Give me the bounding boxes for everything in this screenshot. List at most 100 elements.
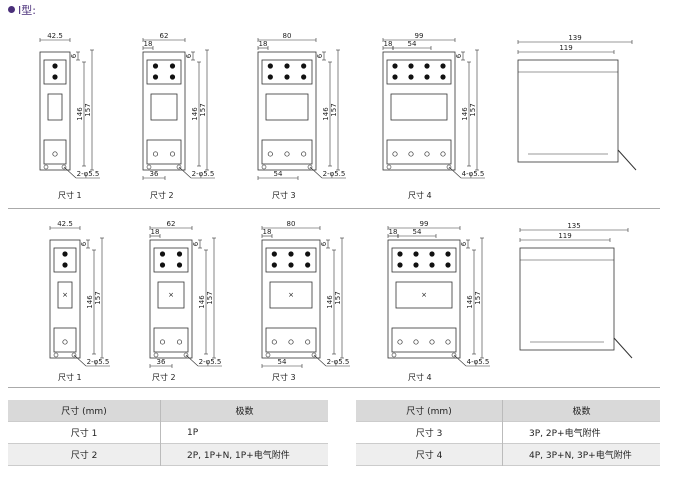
table-header-row: 尺寸 (mm) 极数 [356, 400, 660, 422]
table-cell: 3P, 2P+电气附件 [502, 421, 660, 444]
mounting-hole [61, 164, 67, 170]
mounting-hole [311, 352, 317, 358]
dim-label: 157 [94, 291, 102, 304]
table-row: 尺寸 2 2P, 1P+N, 1P+电气附件 [8, 443, 328, 466]
caption-size4-bottom: 尺寸 4 [408, 373, 432, 382]
dim-label: 18 [263, 228, 272, 236]
handle-window [395, 281, 453, 309]
breaker-body [257, 51, 317, 171]
terminal-hole [440, 151, 446, 157]
side-body [519, 247, 615, 351]
terminal-screw [284, 74, 290, 80]
mounting-hole [43, 164, 49, 170]
module-mark: × [168, 291, 174, 299]
dim-label: 6 [70, 53, 78, 58]
table-cell: 尺寸 4 [356, 443, 503, 466]
terminal-block-bottom [261, 139, 313, 165]
handle-window [47, 93, 63, 121]
dim-label: 157 [334, 291, 342, 304]
terminal-screw [429, 251, 435, 257]
terminal-hole [152, 151, 159, 157]
dim-label: 157 [330, 103, 338, 116]
dim-label: 6 [185, 53, 193, 58]
terminal-hole [445, 339, 451, 345]
terminal-screw [62, 262, 68, 268]
breaker-body [39, 51, 71, 171]
terminal-screw [288, 262, 294, 268]
breaker-body [49, 239, 81, 359]
terminal-block-top [391, 247, 457, 273]
terminal-block-top [153, 247, 189, 273]
terminal-screw [176, 262, 183, 268]
terminal-screw [413, 251, 419, 257]
dim-label: 18 [144, 40, 153, 48]
handle-line [617, 149, 637, 171]
table-header-cell: 极数 [160, 400, 328, 422]
terminal-block-top [386, 59, 452, 85]
dim-label: 6 [460, 241, 468, 246]
terminal-screw [424, 74, 430, 80]
terminal-screw [271, 251, 277, 257]
dim-label: 6 [320, 241, 328, 246]
dim-label: 146 [198, 295, 206, 309]
hole-label: 4-φ5.5 [462, 170, 485, 178]
hole-label: 2-φ5.5 [199, 358, 222, 366]
terminal-screw [52, 74, 58, 80]
terminal-block-top [43, 59, 67, 85]
dim-label: 54 [408, 40, 417, 48]
terminal-screw [271, 262, 277, 268]
terminal-screw [267, 63, 273, 69]
caption-size1-top: 尺寸 1 [58, 191, 82, 200]
leader-line [453, 354, 467, 367]
leader-line [448, 166, 462, 179]
leader-line [63, 166, 77, 179]
terminal-screw [397, 251, 403, 257]
dim-label: 146 [86, 295, 94, 309]
terminal-screw [440, 74, 446, 80]
dim-label: 157 [199, 103, 207, 116]
terminal-screw [429, 262, 435, 268]
side-body [517, 59, 619, 163]
terminal-screw [413, 262, 419, 268]
dim-label: 157 [84, 103, 92, 116]
terminal-screw [52, 63, 58, 69]
terminal-hole [397, 339, 403, 345]
terminal-hole [267, 151, 273, 157]
table-cell: 4P, 3P+N, 3P+电气附件 [502, 443, 660, 466]
dim-label: 36 [157, 358, 166, 366]
mounting-hole [71, 352, 77, 358]
breaker-body [261, 239, 321, 359]
dim-label: 157 [474, 291, 482, 304]
dim-label: 146 [466, 295, 474, 309]
mounting-hole [391, 352, 397, 358]
mounting-hole [446, 164, 452, 170]
hole-label: 2-φ5.5 [323, 170, 346, 178]
mounting-hole [53, 352, 59, 358]
terminal-hole [424, 151, 430, 157]
dim-label: 80 [283, 32, 292, 40]
table-header-row: 尺寸 (mm) 极数 [8, 400, 328, 422]
terminal-hole [408, 151, 414, 157]
module-mark: × [421, 291, 427, 299]
handle-line [613, 337, 633, 359]
terminal-hole [429, 339, 435, 345]
handle-window [150, 93, 178, 121]
terminal-screw [152, 63, 159, 69]
breaker-body [142, 51, 186, 171]
dim-label: 146 [461, 107, 469, 121]
mounting-hole [386, 164, 392, 170]
terminal-screw [176, 251, 183, 257]
handle-window [157, 281, 185, 309]
terminal-block-bottom [265, 327, 317, 353]
terminal-hole [159, 339, 166, 345]
module-mark: × [62, 291, 68, 299]
terminal-screw [159, 251, 166, 257]
table-cell: 2P, 1P+N, 1P+电气附件 [160, 443, 328, 466]
table-cell: 尺寸 3 [356, 421, 503, 444]
terminal-screw [424, 63, 430, 69]
caption-size2-top: 尺寸 2 [150, 191, 174, 200]
mounting-hole [183, 352, 189, 358]
terminal-screw [169, 63, 176, 69]
